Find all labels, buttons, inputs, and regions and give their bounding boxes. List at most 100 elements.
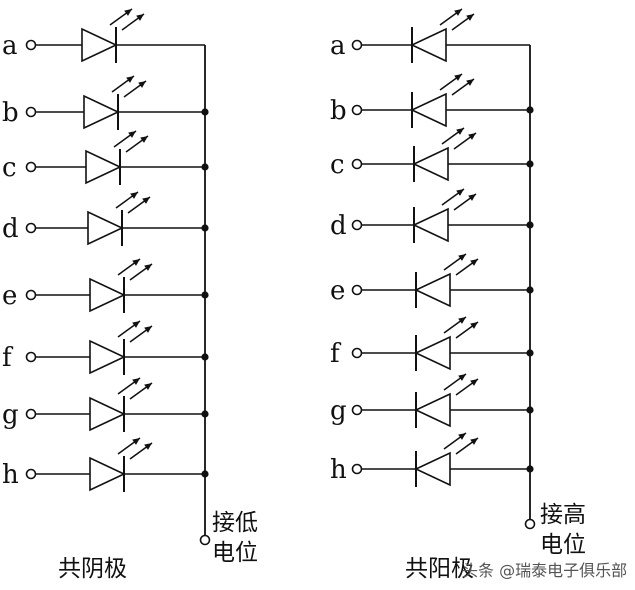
segment-label-d: d <box>330 211 347 241</box>
light-arrow-1-a-head <box>124 9 132 16</box>
segment-input-g <box>25 408 37 420</box>
junction-dot-d <box>201 224 209 232</box>
junction-dot-g <box>201 410 209 418</box>
segment-input-c <box>25 161 37 173</box>
light-arrow-2-d-head <box>142 197 150 204</box>
light-arrow-1-e <box>443 253 467 271</box>
light-arrow-2-a <box>451 13 475 31</box>
segment-input-b <box>25 106 37 118</box>
cathode-common-terminal <box>199 534 211 546</box>
light-arrow-1-d-head <box>456 189 464 196</box>
diode-triangle-b <box>83 94 120 130</box>
segment-label-h: h <box>330 455 347 485</box>
diode-triangle-e <box>89 277 126 313</box>
light-arrow-2-h-head <box>144 443 152 450</box>
light-arrow-2-e <box>455 258 479 276</box>
light-arrow-2-g-head <box>470 379 478 386</box>
light-arrow-1-g-head <box>458 374 466 381</box>
light-arrow-2-e-head <box>470 259 478 266</box>
segment-label-a: a <box>2 31 18 61</box>
junction-dot-e <box>526 286 534 294</box>
segment-input-e <box>351 284 363 296</box>
light-arrow-2-a-head <box>136 14 144 21</box>
cathode-segment-b: b <box>2 75 209 130</box>
anode-segment-f: f <box>330 316 534 371</box>
light-arrow-2-b-head <box>138 81 146 88</box>
light-arrow-1-b <box>111 75 135 93</box>
light-arrow-1-a <box>109 8 133 26</box>
light-arrow-1-h <box>117 437 141 455</box>
light-arrow-2-c-head <box>468 133 476 140</box>
light-arrow-1-g <box>443 373 467 391</box>
light-arrow-1-d <box>115 191 139 209</box>
junction-dot-f <box>201 353 209 361</box>
light-arrow-1-b <box>439 73 463 91</box>
segment-input-d <box>25 222 37 234</box>
junction-dot-b <box>526 106 534 114</box>
diode-triangle-c <box>85 149 122 185</box>
light-arrow-2-g <box>129 382 153 400</box>
anode-segment-d: d <box>330 188 534 243</box>
segment-label-f: f <box>330 339 342 369</box>
junction-dot-h <box>201 470 209 478</box>
common-cathode-title: 共阴极 <box>58 556 127 582</box>
light-arrow-1-b-head <box>126 76 134 83</box>
anode-segment-g: g <box>330 373 534 428</box>
diode-triangle-f <box>414 335 451 371</box>
light-arrow-1-g <box>117 377 141 395</box>
junction-dot-g <box>526 406 534 414</box>
junction-dot-h <box>526 465 534 473</box>
diode-triangle-c <box>412 146 449 182</box>
segment-input-h <box>25 468 37 480</box>
light-arrow-2-f-head <box>470 322 478 329</box>
light-arrow-1-c <box>113 130 137 148</box>
segment-label-e: e <box>330 276 345 306</box>
segment-label-b: b <box>330 96 347 126</box>
light-arrow-1-c <box>441 127 465 145</box>
cathode-segment-e: e <box>2 258 209 313</box>
light-arrow-1-f-head <box>458 317 466 324</box>
cathode-segment-a: a <box>2 8 205 63</box>
light-arrow-1-d-head <box>130 192 138 199</box>
anode-terminal-note-line1: 接高 <box>540 502 586 528</box>
light-arrow-2-d-head <box>468 194 476 201</box>
light-arrow-2-h-head <box>470 438 478 445</box>
light-arrow-2-h <box>129 442 153 460</box>
light-arrow-1-f <box>443 316 467 334</box>
cathode-segment-c: c <box>2 130 209 185</box>
segment-label-d: d <box>2 214 19 244</box>
light-arrow-2-d <box>453 193 477 211</box>
watermark: 头条 @瑞泰电子俱乐部 <box>462 561 627 580</box>
segment-label-b: b <box>2 98 19 128</box>
light-arrow-2-g <box>455 378 479 396</box>
segment-input-e <box>25 289 37 301</box>
light-arrow-2-c-head <box>140 136 148 143</box>
diode-triangle-g <box>89 396 126 432</box>
cathode-terminal-note-line1: 接低 <box>212 510 258 536</box>
cathode-segment-h: h <box>2 437 209 492</box>
light-arrow-1-g-head <box>132 378 140 385</box>
light-arrow-2-b <box>451 78 475 96</box>
light-arrow-2-e-head <box>144 264 152 271</box>
light-arrow-2-c <box>453 132 477 150</box>
segment-input-a <box>25 39 37 51</box>
light-arrow-2-a-head <box>466 14 474 21</box>
light-arrow-1-b-head <box>454 74 462 81</box>
segment-label-c: c <box>2 153 17 183</box>
cathode-segment-d: d <box>2 191 209 246</box>
anode-segment-h: h <box>330 432 534 487</box>
light-arrow-1-e-head <box>458 254 466 261</box>
light-arrow-2-h <box>455 437 479 455</box>
junction-dot-f <box>526 349 534 357</box>
light-arrow-2-c <box>125 135 149 153</box>
light-arrow-1-e <box>117 258 141 276</box>
segment-input-c <box>351 158 363 170</box>
segment-label-a: a <box>330 31 346 61</box>
cathode-segment-g: g <box>2 377 209 432</box>
diode-triangle-e <box>414 272 451 308</box>
common-anode-title: 共阳极 <box>405 556 474 582</box>
diode-triangle-h <box>89 456 126 492</box>
light-arrow-2-e <box>129 263 153 281</box>
segment-input-b <box>351 104 363 116</box>
